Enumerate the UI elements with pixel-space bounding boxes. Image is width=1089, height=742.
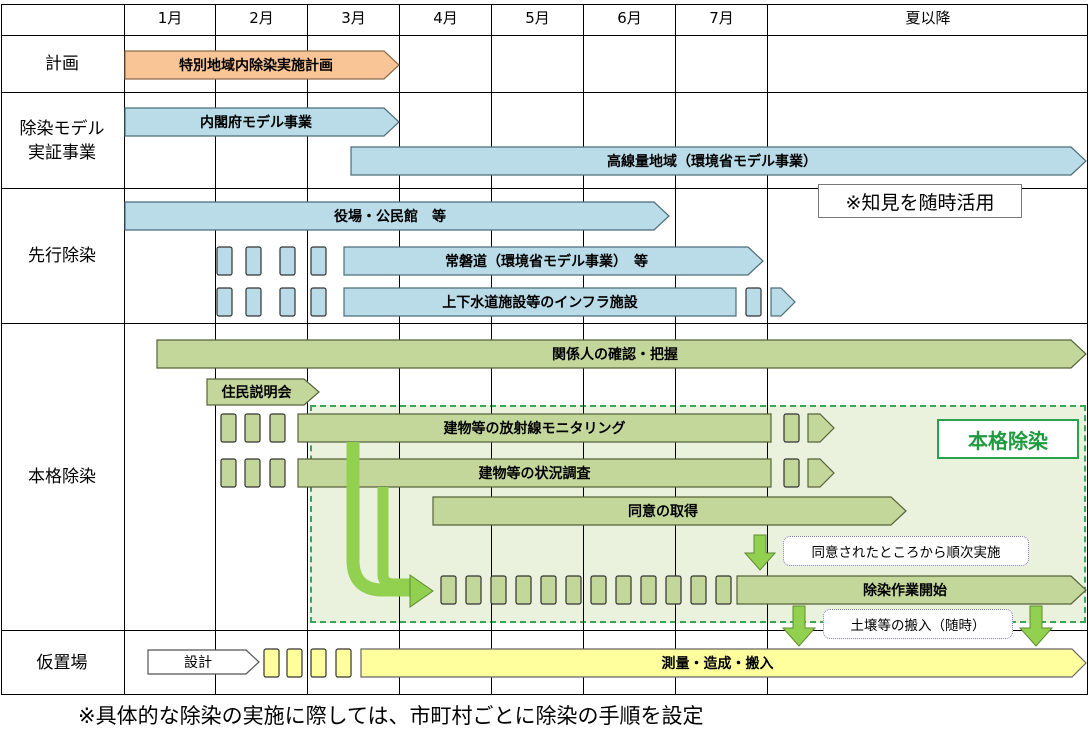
month-4: 4月 <box>433 9 458 27</box>
survey-bar-label: 建物等の状況調査 <box>478 466 591 482</box>
stakeholders-bar-shape <box>156 339 1087 369</box>
survey-build-bar-label: 測量・造成・搬入 <box>661 656 774 672</box>
water-bar-shape <box>343 287 737 317</box>
row-label-model: 除染モデル 実証事業 <box>19 118 105 163</box>
consent-bar-label: 同意の取得 <box>628 504 698 520</box>
stakeholders-bar-label: 関係人の確認・把握 <box>552 347 678 363</box>
joban-bar-shape <box>343 246 764 276</box>
monitoring-tail-arrow-shape <box>807 413 835 443</box>
month-3: 3月 <box>341 9 366 27</box>
cabinet-model-bar-shape <box>124 107 400 137</box>
offices-bar-shape <box>124 201 670 231</box>
row-label-full: 本格除染 <box>28 467 96 487</box>
offices-bar-label: 役場・公民館 等 <box>334 209 446 225</box>
water-bar-label: 上下水道施設等のインフラ施設 <box>442 295 638 311</box>
monitoring-bar-label: 建物等の放射線モニタリング <box>443 421 626 437</box>
honkaku-label: 本格除染 <box>937 419 1079 459</box>
work-start-bar-shape <box>736 575 1087 605</box>
month-7: 7月 <box>709 9 734 27</box>
survey-tail-arrow-shape <box>807 458 835 488</box>
water-tail-arrow-shape <box>770 287 796 317</box>
consent-followup-note: 同意されたところから順次実施 <box>783 536 1029 566</box>
briefing-bar-label: 住民説明会 <box>221 385 292 401</box>
monitoring-bar-shape <box>297 413 772 443</box>
down-arrow-soil-left <box>781 605 817 647</box>
cabinet-model-bar-label: 内閣府モデル事業 <box>200 115 312 131</box>
consent-bar-shape <box>432 496 907 526</box>
month-6: 6月 <box>617 9 642 27</box>
row-label-plan: 計画 <box>45 54 79 74</box>
design-bar-label: 設計 <box>184 655 212 671</box>
design-bar-shape <box>147 649 260 675</box>
footnote: ※具体的な除染の実施に際しては、市町村ごとに除染の手順を設定 <box>78 704 704 728</box>
row-label-temp: 仮置場 <box>36 652 88 673</box>
month-2: 2月 <box>249 9 274 27</box>
work-start-bar-label: 除染作業開始 <box>863 583 947 599</box>
month-1: 1月 <box>157 9 183 27</box>
briefing-bar-shape <box>206 378 320 406</box>
flow-arrows <box>346 442 412 597</box>
month-5: 5月 <box>525 9 550 27</box>
flow-arrow-head <box>409 574 434 608</box>
row-label-advance: 先行除染 <box>28 246 96 266</box>
down-arrow-consent <box>743 534 777 571</box>
joban-bar-label: 常磐道（環境省モデル事業） 等 <box>445 254 648 270</box>
knowledge-note: ※知見を随時活用 <box>818 184 1022 218</box>
survey-bar-shape <box>297 458 772 488</box>
high-dose-bar-label: 高線量地域（環境省モデル事業） <box>607 154 817 170</box>
plan-bar-label: 特別地域内除染実施計画 <box>179 58 333 74</box>
plan-bar-shape <box>124 50 400 80</box>
down-arrow-soil-right <box>1018 605 1054 647</box>
month-summer-onward: 夏以降 <box>905 9 951 27</box>
soil-transport-note: 土壌等の搬入（随時） <box>823 609 1013 639</box>
high-dose-bar-shape <box>350 146 1087 176</box>
survey-build-bar-shape <box>360 648 1087 678</box>
